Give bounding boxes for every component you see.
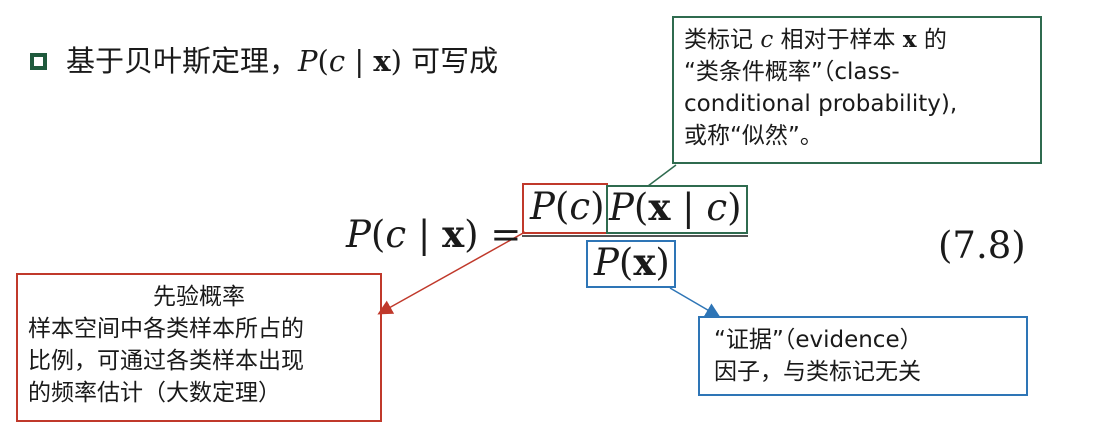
prior-callout: 先验概率 样本空间中各类样本所占的 比例，可通过各类样本出现 的频率估计（大数定… [16,273,382,422]
bullet-expr-c: c [328,44,346,78]
evidence-callout: “证据”（evidence） 因子，与类标记无关 [698,316,1028,396]
evidence-term: P(x) [594,240,670,284]
ev-x: x [633,240,656,284]
bullet-expr-open: ( [317,44,329,78]
equation-number: (7.8) [938,224,1026,267]
likelihood-symbol-x: x [902,26,917,53]
lik-close: ) [727,186,742,229]
lik-open: ( [633,186,649,229]
lik-p: P [609,186,634,229]
evidence-line-2: 因子，与类标记无关 [714,359,921,385]
ev-open: ( [618,241,634,284]
likelihood-line-3: conditional probability), [684,91,958,117]
likelihood-symbol-c: c [760,27,774,53]
lhs-c: c [385,213,407,256]
likelihood-callout: 类标记 c 相对于样本 x 的 “类条件概率”（class- condition… [672,16,1042,164]
likelihood-line-4: 或称“似然”。 [684,123,823,149]
prior-line-2: 比例，可通过各类样本出现 [28,348,304,374]
lhs-x: x [442,212,465,256]
lhs-close: ) [464,213,479,256]
lik-c: c [706,186,728,229]
likelihood-highlight-box [606,185,748,234]
bullet-expr-close: ) [390,44,402,78]
likelihood-line-2: “类条件概率”（class- [684,59,900,85]
ev-close: ) [655,241,670,284]
bullet-square-icon [30,53,47,70]
prior-close: ) [590,185,605,228]
likelihood-connector [647,164,677,187]
bullet-expr-p: P [298,44,318,78]
prior-line-3: 的频率估计（大数定理） [28,380,281,406]
evidence-highlight-box [586,240,676,288]
equation-lhs: P(c | x) = [346,212,521,256]
lhs-open: ( [370,213,386,256]
prior-arrow [377,231,526,315]
prior-line-1: 样本空间中各类样本所占的 [28,316,304,342]
likelihood-line-1: 类标记 c 相对于样本 x 的 [684,26,947,53]
lik-bar: | [670,186,707,229]
evidence-arrow [669,287,721,318]
lik-x: x [648,185,671,229]
prior-open: ( [554,185,570,228]
prior-term: P(c) [530,185,605,228]
bullet-prefix: 基于贝叶斯定理， [66,44,299,78]
lhs-p: P [346,213,371,256]
likelihood-term: P(x | c) [609,185,742,229]
prior-c: c [569,185,591,228]
bullet-suffix: 可写成 [401,44,499,78]
prior-callout-title: 先验概率 [153,284,245,310]
bullet-expr-x: x [373,44,391,78]
bullet-text: 基于贝叶斯定理，P(c | x) 可写成 [66,41,498,81]
equals-sign: = [490,213,522,256]
ev-p: P [594,241,619,284]
evidence-line-1: “证据”（evidence） [714,327,923,353]
lhs-bar: | [406,213,443,256]
prior-p: P [530,185,555,228]
bullet-expr-bar: | [345,44,374,78]
